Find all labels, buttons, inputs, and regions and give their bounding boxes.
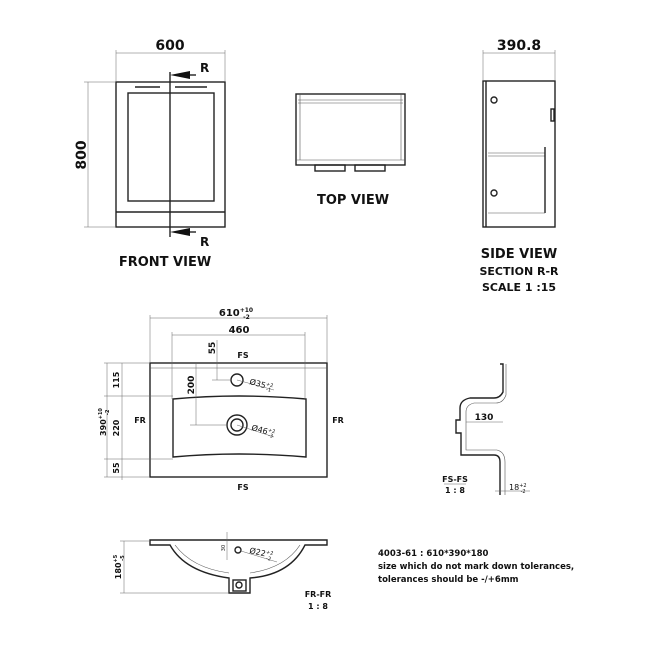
side-view-label: SIDE VIEW <box>481 247 558 262</box>
dim-390: 390+10-2 <box>98 408 111 436</box>
scale-label: SCALE 1 :15 <box>482 281 556 294</box>
fs-profile-outer <box>455 363 504 495</box>
fs-scale: 1 : 8 <box>445 486 465 495</box>
front-view-label: FRONT VIEW <box>119 255 211 270</box>
note-model: 4003-61 : 610*390*180 <box>378 549 489 559</box>
overflow-hole <box>234 546 242 554</box>
drawer-left <box>314 164 346 172</box>
dim-130: 130 <box>475 413 494 423</box>
section-mark-top: R <box>200 61 209 75</box>
bowl-outline <box>172 395 307 458</box>
note-tolerance-1: size which do not mark down tolerances, <box>378 562 574 572</box>
door-panel <box>127 92 215 202</box>
arrow-top-icon <box>170 71 190 79</box>
dim-610: 610+10-2 <box>219 307 253 321</box>
fr-title: FR-FR <box>305 590 332 599</box>
basin-plan-view: 610+10-2 460 55 200 Ø35+2-1 Ø46+2-3 FS F… <box>98 307 344 492</box>
section-label: SECTION R-R <box>480 265 560 278</box>
fs-title: FS-FS <box>442 475 468 484</box>
top-view: TOP VIEW <box>295 93 406 208</box>
dim-460: 460 <box>229 325 250 336</box>
hinge-top <box>490 96 498 104</box>
dim-800: 800 <box>74 140 90 169</box>
section-fs-view: 130 18+2-2 FS-FS 1 : 8 <box>442 363 530 495</box>
dim-180: 180+5-5 <box>113 554 126 579</box>
section-fs-bottom: FS <box>237 483 248 492</box>
note-tolerance-2: tolerances should be -/+6mm <box>378 575 519 585</box>
dim-600: 600 <box>155 38 184 54</box>
fr-scale: 1 : 8 <box>308 602 328 611</box>
notes: 4003-61 : 610*390*180 size which do not … <box>378 549 574 585</box>
fr-profile <box>149 539 328 594</box>
section-mark-bottom: R <box>200 235 209 249</box>
dim-115: 115 <box>112 371 121 388</box>
dim-220: 220 <box>112 419 121 436</box>
dim-55-left: 55 <box>112 462 121 474</box>
section-fr-left: FR <box>134 416 146 425</box>
arrow-bottom-icon <box>170 228 190 236</box>
dim-390-8: 390.8 <box>497 38 541 54</box>
dim-55-top: 55 <box>208 342 218 355</box>
basin-outline <box>149 362 328 478</box>
dim-200: 200 <box>187 376 197 395</box>
waste-hole-label: Ø46+2-3 <box>250 422 276 440</box>
section-fr-right: FR <box>332 416 344 425</box>
section-fr-view: Ø22+2-2 30 180+5-5 FR-FR 1 : 8 <box>113 532 331 611</box>
top-view-label: TOP VIEW <box>317 193 389 208</box>
overflow-label: Ø22+2-2 <box>248 545 274 563</box>
section-fs-top: FS <box>237 351 248 360</box>
front-view: 600 800 R R FRONT VIEW <box>74 38 226 270</box>
side-view: 390.8 SIDE VIEW SECTION R-R SCALE 1 :15 <box>480 38 560 294</box>
dim-30: 30 <box>221 545 227 551</box>
side-outline <box>482 80 556 228</box>
tap-hole <box>230 373 244 387</box>
tap-hole-label: Ø35+2-1 <box>248 376 274 394</box>
dim-18: 18+2-2 <box>509 483 527 495</box>
hinge-bottom <box>490 189 498 197</box>
drawer-right <box>354 164 386 172</box>
top-outline <box>295 93 406 166</box>
